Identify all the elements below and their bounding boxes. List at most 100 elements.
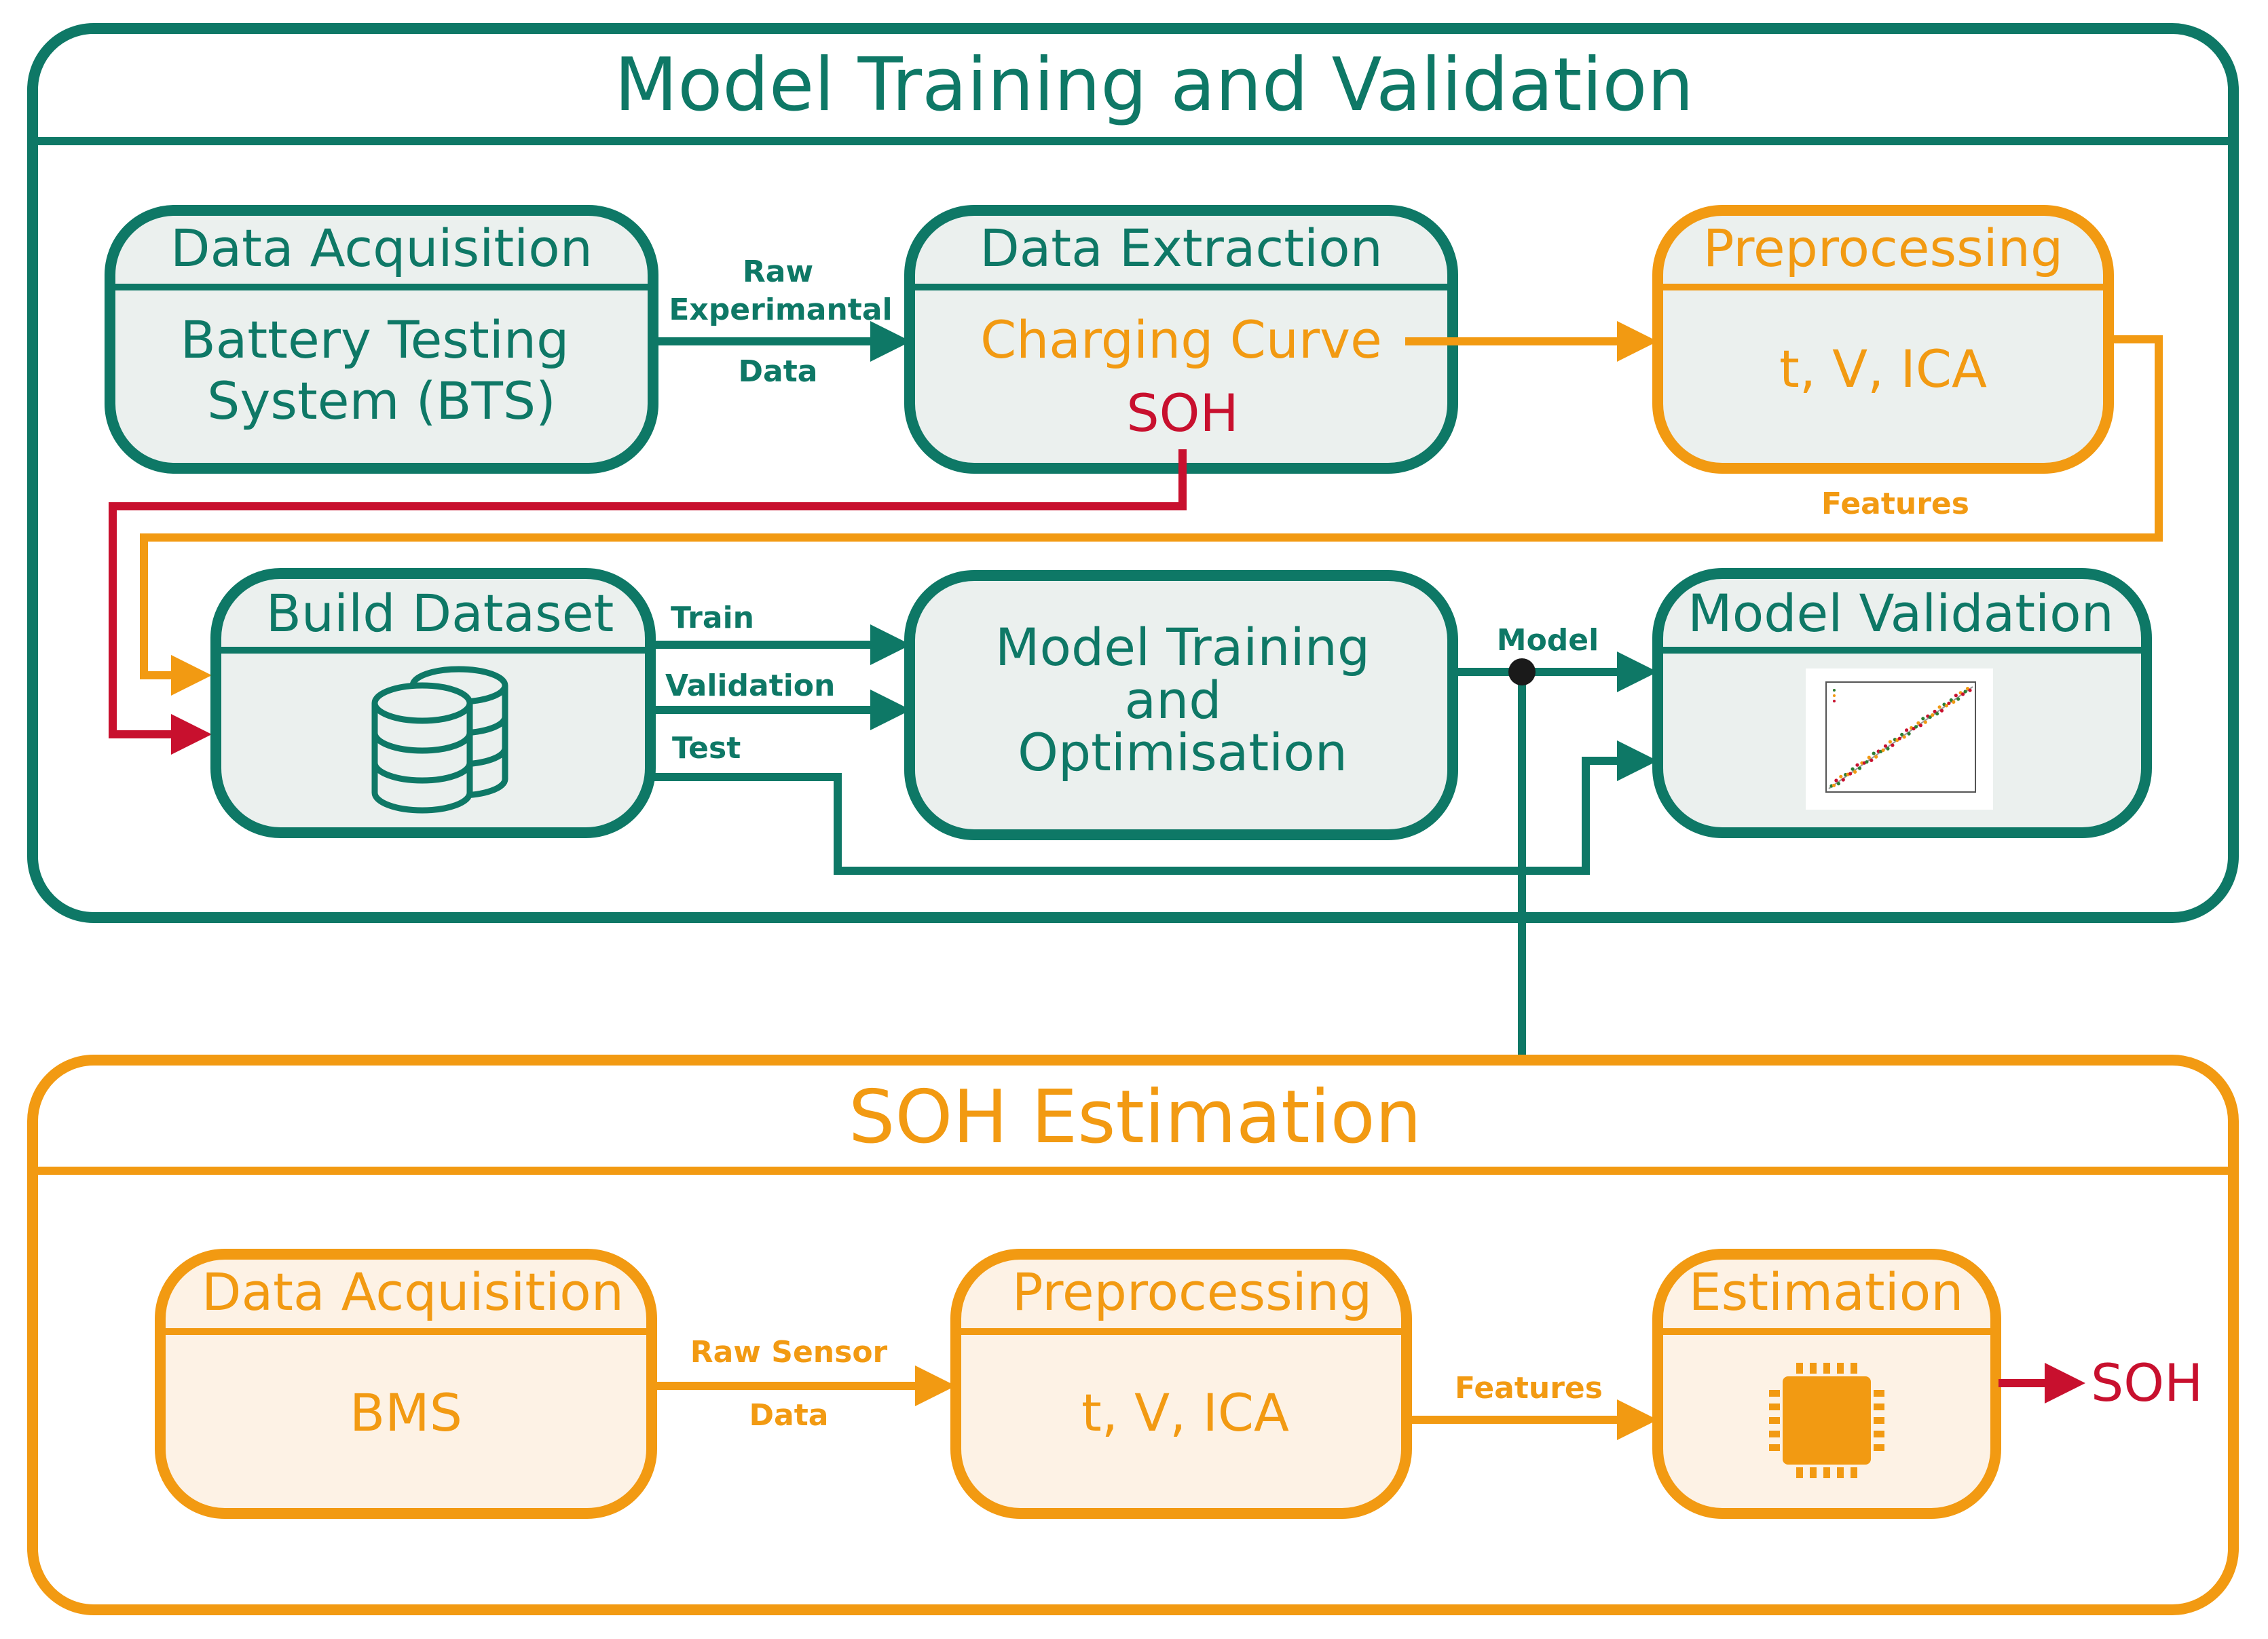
model-training-box: Model Training and Optimisation	[904, 570, 1458, 840]
scatter-point	[1912, 727, 1916, 731]
scatter-point	[1916, 721, 1920, 725]
raw-sensor-label-line2: Data	[749, 1398, 829, 1433]
scatter-point	[1872, 751, 1876, 755]
scatter-point	[1857, 766, 1862, 770]
raw-data-label-line3: Data	[739, 354, 818, 389]
scatter-point	[1851, 767, 1855, 771]
training-title: Model Training and Validation	[614, 43, 1694, 128]
bms-label: BMS	[350, 1382, 462, 1443]
scatter-point	[1933, 709, 1937, 713]
chip-pin	[1874, 1431, 1884, 1437]
estimation-features-label: Features	[1455, 1371, 1603, 1406]
test-label: Test	[672, 731, 741, 766]
soh-label: SOH	[1126, 383, 1238, 443]
scatter-point	[1905, 728, 1909, 732]
output-soh-label: SOH	[2091, 1353, 2203, 1413]
scatter-point	[1839, 774, 1843, 778]
model-validation-header: Model Validation	[1688, 583, 2114, 643]
scatter-point	[1883, 744, 1888, 748]
scatter-point	[1888, 740, 1892, 744]
scatter-point	[1944, 704, 1948, 708]
scatter-point	[1939, 709, 1944, 713]
chip-pin	[1874, 1417, 1884, 1424]
chip-pin	[1810, 1467, 1817, 1478]
build-dataset-header: Build Dataset	[266, 583, 614, 643]
chip-pin	[1769, 1403, 1780, 1410]
data-acquisition-line1: Battery Testing	[181, 309, 570, 370]
scatter-point	[1963, 690, 1967, 694]
scatter-point	[1902, 735, 1906, 739]
estimation-title: SOH Estimation	[849, 1075, 1421, 1160]
chip-pin	[1837, 1467, 1844, 1478]
model-training-line3: Optimisation	[1018, 722, 1347, 783]
data-extraction-header: Data Extraction	[980, 218, 1383, 278]
scatter-point	[1834, 778, 1838, 783]
scatter-point	[1947, 701, 1951, 705]
scatter-point	[1914, 725, 1918, 729]
scatter-point	[1853, 770, 1857, 774]
estimation-header: Estimation	[1689, 1262, 1964, 1322]
charging-curve-label: Charging Curve	[980, 309, 1382, 370]
scatter-point	[1841, 778, 1845, 782]
scatter-point	[1921, 717, 1925, 721]
scatter-point	[1881, 748, 1885, 752]
validation-label: Validation	[665, 668, 835, 703]
scatter-point	[1968, 688, 1972, 692]
model-training-line1: Model Training	[995, 617, 1370, 677]
chip-pin	[1810, 1363, 1817, 1374]
scatter-point	[1891, 743, 1895, 747]
chip-pin	[1823, 1363, 1830, 1374]
estimation-preprocessing-header: Preprocessing	[1012, 1262, 1372, 1322]
chip-pin	[1874, 1390, 1884, 1397]
raw-data-label-line2: Experimantal	[669, 293, 892, 327]
chip-pin	[1769, 1444, 1780, 1451]
chip-pin	[1837, 1363, 1844, 1374]
model-training-line2: and	[1125, 670, 1222, 730]
chip-pin	[1851, 1467, 1857, 1478]
features-feedback-arrow	[140, 335, 2163, 696]
scatter-point	[1928, 715, 1932, 719]
scatter-point	[1907, 732, 1911, 736]
scatter-point	[1918, 723, 1922, 728]
scatter-point	[1961, 692, 1965, 696]
chip-pin	[1874, 1444, 1884, 1451]
scatter-point	[1836, 782, 1840, 786]
raw-data-label-line1: Raw	[743, 255, 813, 289]
scatter-plot-thumbnail	[1806, 668, 1993, 810]
test-arrow	[653, 740, 1658, 875]
scatter-point	[1935, 712, 1939, 716]
bms-data-acquisition-header: Data Acquisition	[202, 1262, 624, 1322]
preprocessing-header: Preprocessing	[1703, 218, 2063, 278]
estimation-preprocessing-box: Preprocessing t, V, ICA	[950, 1249, 1412, 1519]
scatter-point	[1886, 747, 1890, 751]
scatter-point	[1865, 760, 1869, 764]
preprocessing-box: Preprocessing t, V, ICA	[1652, 205, 2114, 474]
scatter-point	[1855, 763, 1859, 767]
data-acquisition-box: Data Acquisition Battery Testing System …	[105, 205, 658, 474]
model-validation-box: Model Validation	[1652, 568, 2152, 838]
chip-icon	[1769, 1363, 1884, 1478]
scatter-points	[1829, 687, 1972, 788]
bms-data-acquisition-box: Data Acquisition BMS	[155, 1249, 657, 1519]
scatter-point	[1952, 700, 1956, 704]
scatter-point	[1897, 736, 1901, 740]
chip-pin	[1851, 1363, 1857, 1374]
chip-pin	[1796, 1467, 1803, 1478]
scatter-point	[1867, 755, 1871, 759]
features-label: Features	[1821, 487, 1969, 521]
raw-sensor-label-line1: Raw Sensor	[690, 1335, 888, 1370]
junction-dot	[1508, 658, 1536, 685]
data-acquisition-line2: System (BTS)	[207, 371, 556, 431]
scatter-point	[1954, 694, 1958, 698]
chip-pin	[1769, 1390, 1780, 1397]
build-dataset-box: Build Dataset	[210, 568, 656, 838]
estimation-preprocessing-body: t, V, ICA	[1081, 1382, 1289, 1443]
scatter-point	[1956, 697, 1960, 701]
database-icon	[371, 666, 508, 814]
scatter-point	[1949, 698, 1953, 702]
scatter-point	[1870, 758, 1874, 762]
estimation-box: Estimation	[1652, 1249, 2001, 1519]
scatter-point	[1937, 705, 1941, 709]
scatter-point	[1832, 783, 1836, 787]
